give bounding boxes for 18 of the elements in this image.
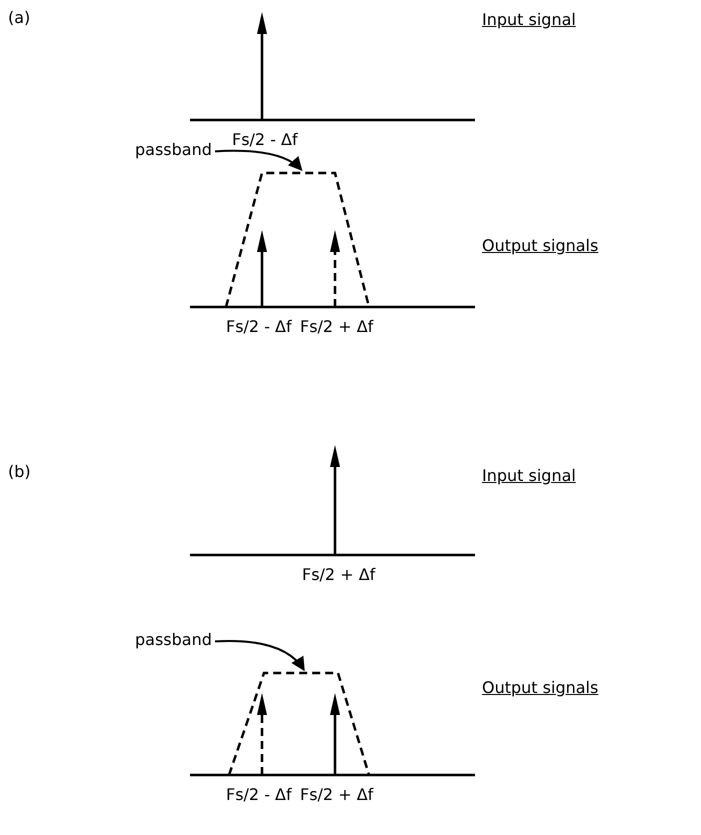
signal-caption: Input signal <box>482 10 576 29</box>
passband-outline <box>228 672 370 775</box>
leader-line <box>214 640 305 672</box>
frequency-label: Fs/2 + Δf <box>300 785 374 804</box>
panel-label: (b) <box>8 462 31 481</box>
frequency-label: Fs/2 - Δf <box>226 785 292 804</box>
passband-label: passband <box>135 140 212 159</box>
frequency-label: Fs/2 - Δf <box>232 130 298 149</box>
signal-caption: Input signal <box>482 466 576 485</box>
frequency-label: Fs/2 + Δf <box>302 565 376 584</box>
passband-outline <box>225 172 370 307</box>
frequency-label: Fs/2 - Δf <box>226 317 292 336</box>
signal-caption: Output signals <box>482 236 598 255</box>
leader-line <box>214 150 302 171</box>
signal-caption: Output signals <box>482 678 598 697</box>
panel-label: (a) <box>8 8 30 27</box>
passband-label: passband <box>135 630 212 649</box>
frequency-label: Fs/2 + Δf <box>300 317 374 336</box>
